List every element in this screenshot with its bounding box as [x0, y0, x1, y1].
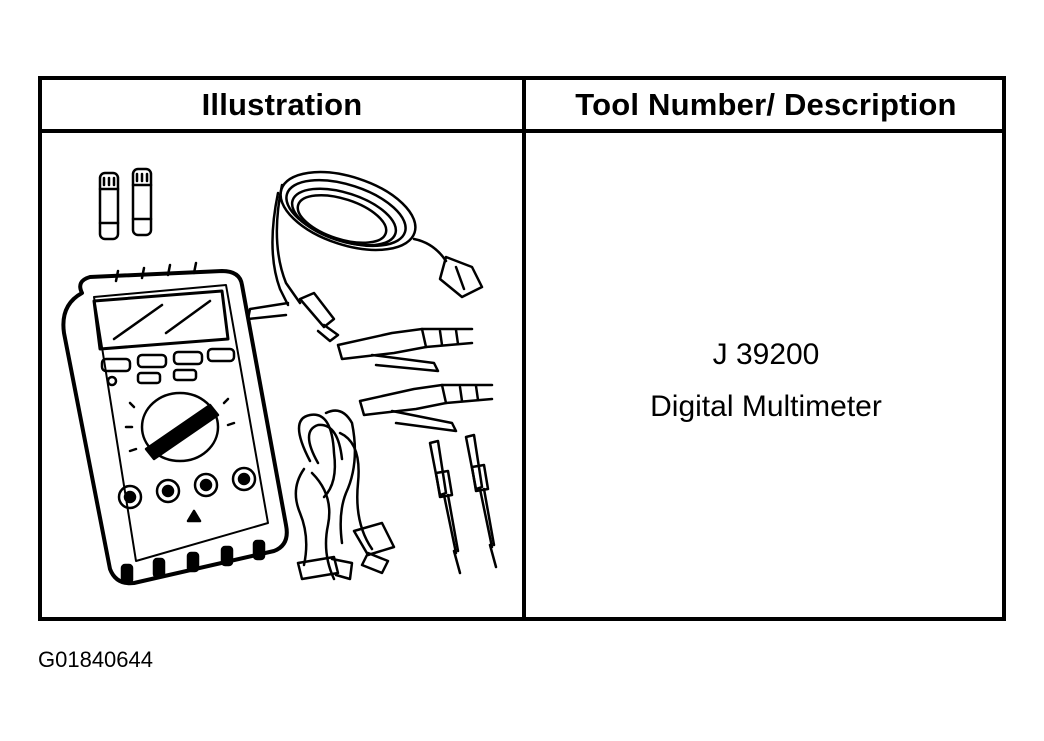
tool-description: Digital Multimeter: [650, 390, 882, 423]
table-header-row: Illustration Tool Number/ Description: [42, 80, 1002, 133]
test-lead-coil-icon: [246, 170, 484, 343]
digital-multimeter-kit-icon: [61, 167, 498, 586]
illustration-cell: [42, 133, 522, 617]
multimeter-body-icon: [61, 261, 289, 586]
fuse-icon: [131, 167, 153, 237]
column-divider: [522, 80, 526, 617]
tool-table: Illustration Tool Number/ Description: [38, 76, 1006, 621]
header-illustration: Illustration: [201, 87, 363, 122]
test-lead-bundle-icon: [294, 409, 396, 581]
test-probe-icon: [428, 439, 462, 575]
tool-number: J 39200: [712, 338, 820, 371]
alligator-clip-icon: [336, 327, 474, 373]
description-cell: J 39200 Digital Multimeter: [526, 133, 1006, 617]
test-probe-icon: [464, 433, 498, 569]
figure-id: G01840644: [38, 647, 153, 672]
header-tool-number-description: Tool Number/ Description: [575, 87, 957, 122]
alligator-clip-icon: [358, 383, 494, 433]
fuse-icon: [98, 171, 120, 241]
